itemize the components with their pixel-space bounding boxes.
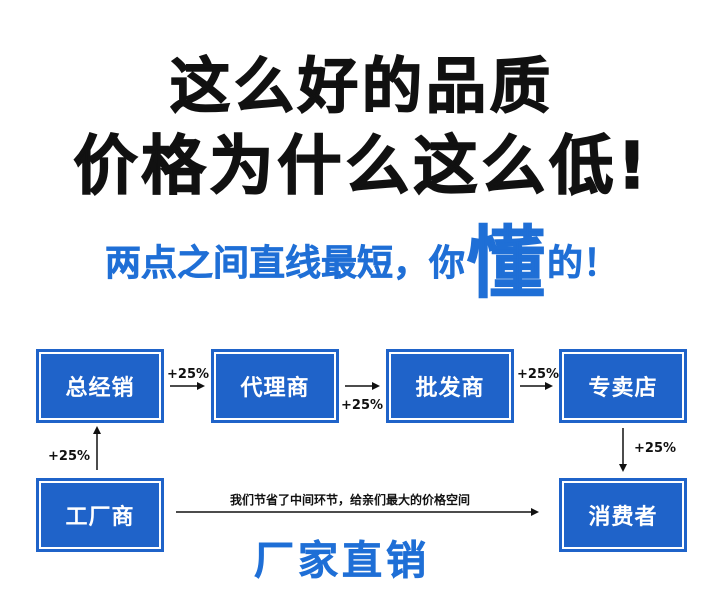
box-label: 批发商 [415,376,485,401]
box-label: 消费者 [588,505,658,530]
markup-label-1: +25% [167,367,210,382]
box-agent: 代理商 [211,349,339,423]
headline-line-2: 价格为什么这么低! [73,129,651,205]
box-label: 工厂商 [65,505,135,530]
box-label: 代理商 [240,376,310,401]
box-wholesaler: 批发商 [386,349,514,423]
markup-label-2: +25% [341,398,384,413]
direct-sales-label: 厂家直销 [254,538,430,585]
markup-label-4: +25% [634,441,677,456]
box-factory: 工厂商 [36,478,164,552]
headline-line-1: 这么好的品质 [169,51,554,123]
markup-label-3: +25% [517,367,560,382]
direct-note: 我们节省了中间环节，给亲们最大的价格空间 [229,493,470,507]
tagline: 两点之间直线最短，你懂的！ [0,218,724,310]
tagline-after: 的！ [547,243,620,285]
tagline-before: 两点之间直线最短，你 [104,243,466,285]
markup-label-5: +25% [48,449,91,464]
box-label: 总经销 [65,376,135,401]
tagline-emphasis: 懂 [466,219,545,310]
box-retail-store: 专卖店 [559,349,687,423]
box-label: 专卖店 [588,376,658,401]
box-consumer: 消费者 [559,478,687,552]
box-general-distributor: 总经销 [36,349,164,423]
